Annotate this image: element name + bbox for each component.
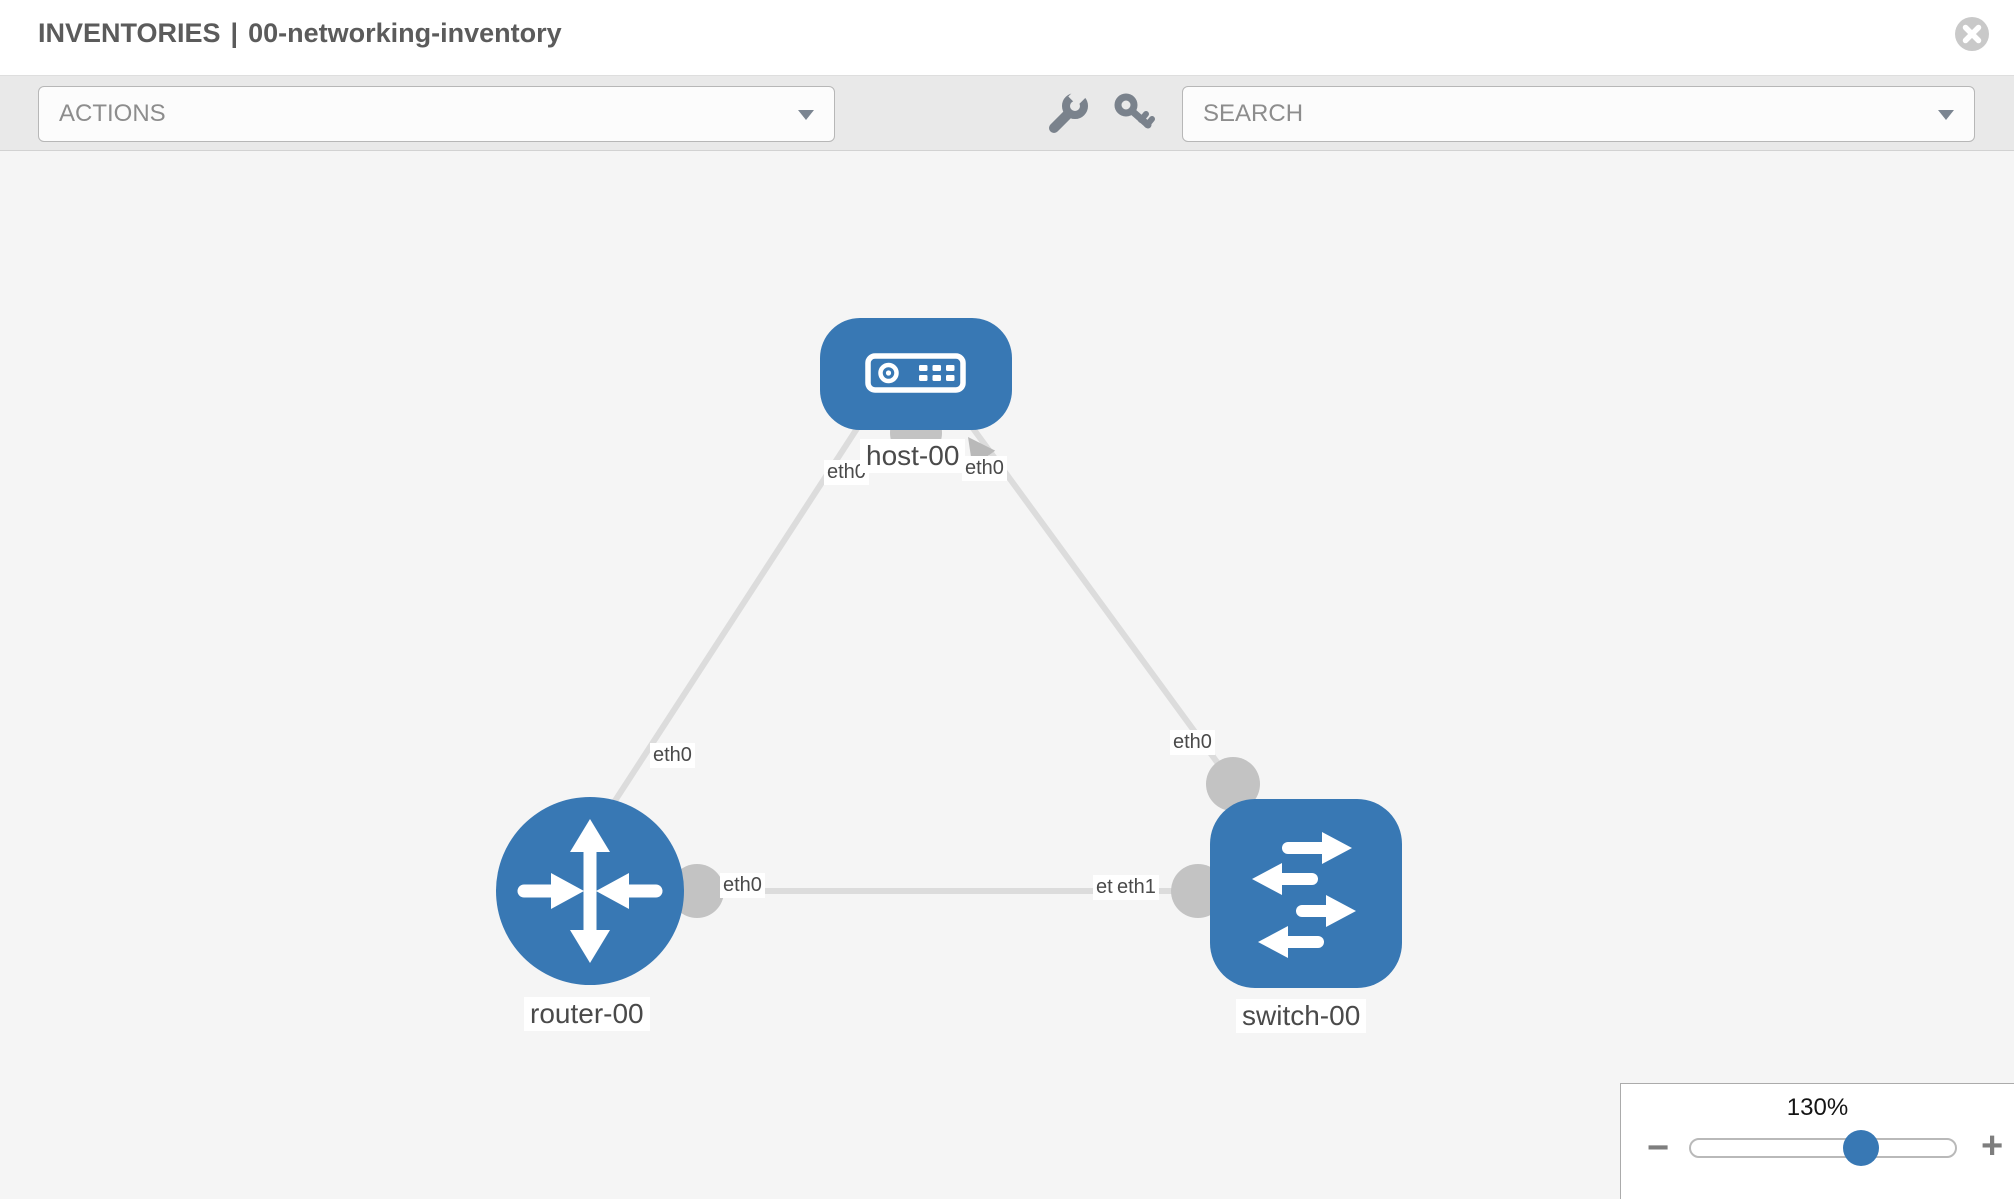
node-label-switch-00: switch-00 xyxy=(1236,999,1367,1034)
chevron-down-icon xyxy=(798,110,814,120)
zoom-slider-handle[interactable] xyxy=(1843,1130,1879,1166)
close-icon xyxy=(1955,17,1989,51)
node-router-00[interactable] xyxy=(496,797,684,985)
port-label-switch-uplink: eth0 xyxy=(1170,730,1215,755)
actions-dropdown-label: ACTIONS xyxy=(59,100,166,127)
node-label-host-00: host-00 xyxy=(860,439,966,474)
port-label-router-eth0: eth0 xyxy=(720,873,765,898)
actions-dropdown[interactable]: ACTIONS xyxy=(38,86,835,142)
zoom-out-button[interactable]: − xyxy=(1647,1128,1669,1168)
zoom-control-panel: 130% − + xyxy=(1620,1083,2014,1199)
node-switch-00[interactable] xyxy=(1210,799,1402,988)
wrench-icon xyxy=(1049,87,1088,133)
zoom-slider-track[interactable] xyxy=(1689,1130,1957,1166)
server-icon xyxy=(865,353,966,393)
key-icon xyxy=(1114,93,1155,129)
zoom-slider-row: − + xyxy=(1621,1126,2014,1174)
port-label-host-eth0-right: eth0 xyxy=(962,456,1007,481)
minus-icon: − xyxy=(1647,1127,1670,1169)
inventory-name: 00-networking-inventory xyxy=(248,18,562,48)
port-dot-switch-top xyxy=(1206,757,1260,811)
port-label-router-uplink: eth0 xyxy=(650,743,695,768)
toolbar: ACTIONS SEARCH xyxy=(0,75,2014,151)
link-host-switch xyxy=(969,425,1236,786)
port-dot-router xyxy=(670,864,724,918)
breadcrumb-section: INVENTORIES xyxy=(38,18,221,48)
configure-tools-button[interactable] xyxy=(1042,87,1094,140)
header: INVENTORIES | 00-networking-inventory xyxy=(0,0,2014,75)
port-label-switch-eth1: eth1 xyxy=(1114,875,1159,900)
router-arrows-icon xyxy=(517,819,663,963)
search-dropdown-label: SEARCH xyxy=(1203,100,1304,127)
page-title: INVENTORIES | 00-networking-inventory xyxy=(38,18,562,49)
chevron-down-icon xyxy=(1938,110,1954,120)
link-router-host xyxy=(606,425,861,812)
node-host-00[interactable] xyxy=(820,318,1012,430)
close-button[interactable] xyxy=(1952,14,1992,54)
credentials-button[interactable] xyxy=(1108,88,1160,140)
topology-canvas[interactable]: eth0 eth0 eth0 eth0 eth0 eth0 eth1 host-… xyxy=(0,151,2014,1199)
search-dropdown[interactable]: SEARCH xyxy=(1182,86,1975,142)
zoom-in-button[interactable]: + xyxy=(1981,1126,2003,1166)
zoom-level-value: 130% xyxy=(1786,1094,1849,1121)
plus-icon: + xyxy=(1981,1125,2004,1167)
topology-graph xyxy=(496,318,1402,988)
breadcrumb-separator: | xyxy=(230,18,239,48)
node-label-router-00: router-00 xyxy=(524,997,650,1032)
switch-arrows-icon xyxy=(1252,832,1356,958)
